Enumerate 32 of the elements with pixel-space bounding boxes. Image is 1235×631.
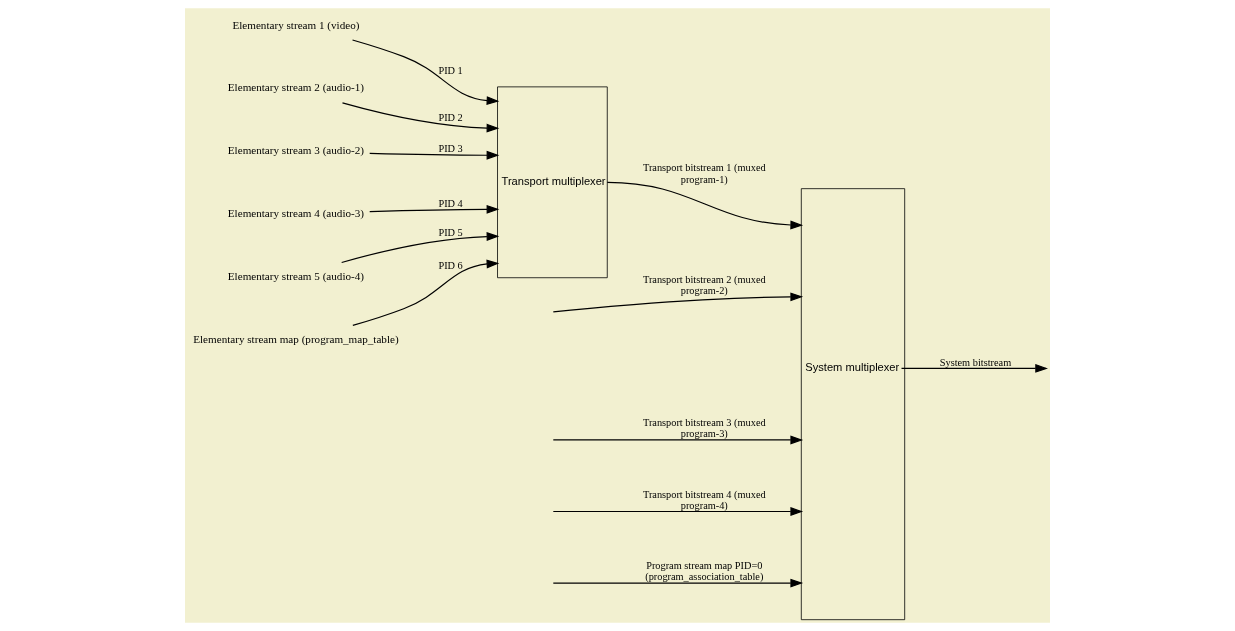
node-text: Elementary stream 4 (audio-3) (227, 207, 365, 220)
arrow (552, 578, 804, 588)
node-text: Elementary stream 5 (audio-4) (227, 269, 365, 282)
edge-label: Program stream map PID=0 (program_association_table) (645, 560, 764, 583)
arrow (552, 507, 804, 516)
edge-label: PID 2 (438, 112, 463, 124)
edge-label: Transport bitstream 2 (muxed program-2) (642, 273, 766, 296)
arrow (341, 102, 500, 133)
edge-label: Transport bitstream 1 (muxed program-1) (642, 162, 766, 185)
node-text: Elementary stream 1 (video) (232, 18, 360, 31)
edge-label: System bitstream (939, 356, 1012, 368)
arrow (369, 204, 500, 214)
node-text: Elementary stream 3 (audio-2) (227, 144, 365, 157)
node-text: Elementary stream 2 (audio-1) (227, 81, 365, 94)
edge-label: PID 5 (438, 226, 463, 238)
node-text: Elementary stream map (program_map_table) (193, 332, 399, 345)
node-box: Transport multiplexer (497, 86, 608, 279)
arrow (341, 232, 500, 264)
arrow (552, 435, 804, 445)
edge-label: PID 4 (438, 198, 463, 210)
arrow (369, 150, 500, 160)
arrow (900, 363, 1048, 373)
edge-label: Transport bitstream 4 (muxed program-4) (642, 488, 766, 511)
edge-label: PID 3 (438, 143, 463, 155)
arrow (351, 39, 500, 106)
edge-label: Transport bitstream 3 (muxed program-3) (642, 416, 766, 440)
edge-label: PID 1 (438, 65, 463, 77)
edge-label: PID 6 (438, 259, 463, 271)
arrow (352, 259, 500, 326)
arrow (606, 181, 804, 230)
arrow (552, 292, 804, 313)
node-box: System multiplexer (800, 188, 906, 621)
